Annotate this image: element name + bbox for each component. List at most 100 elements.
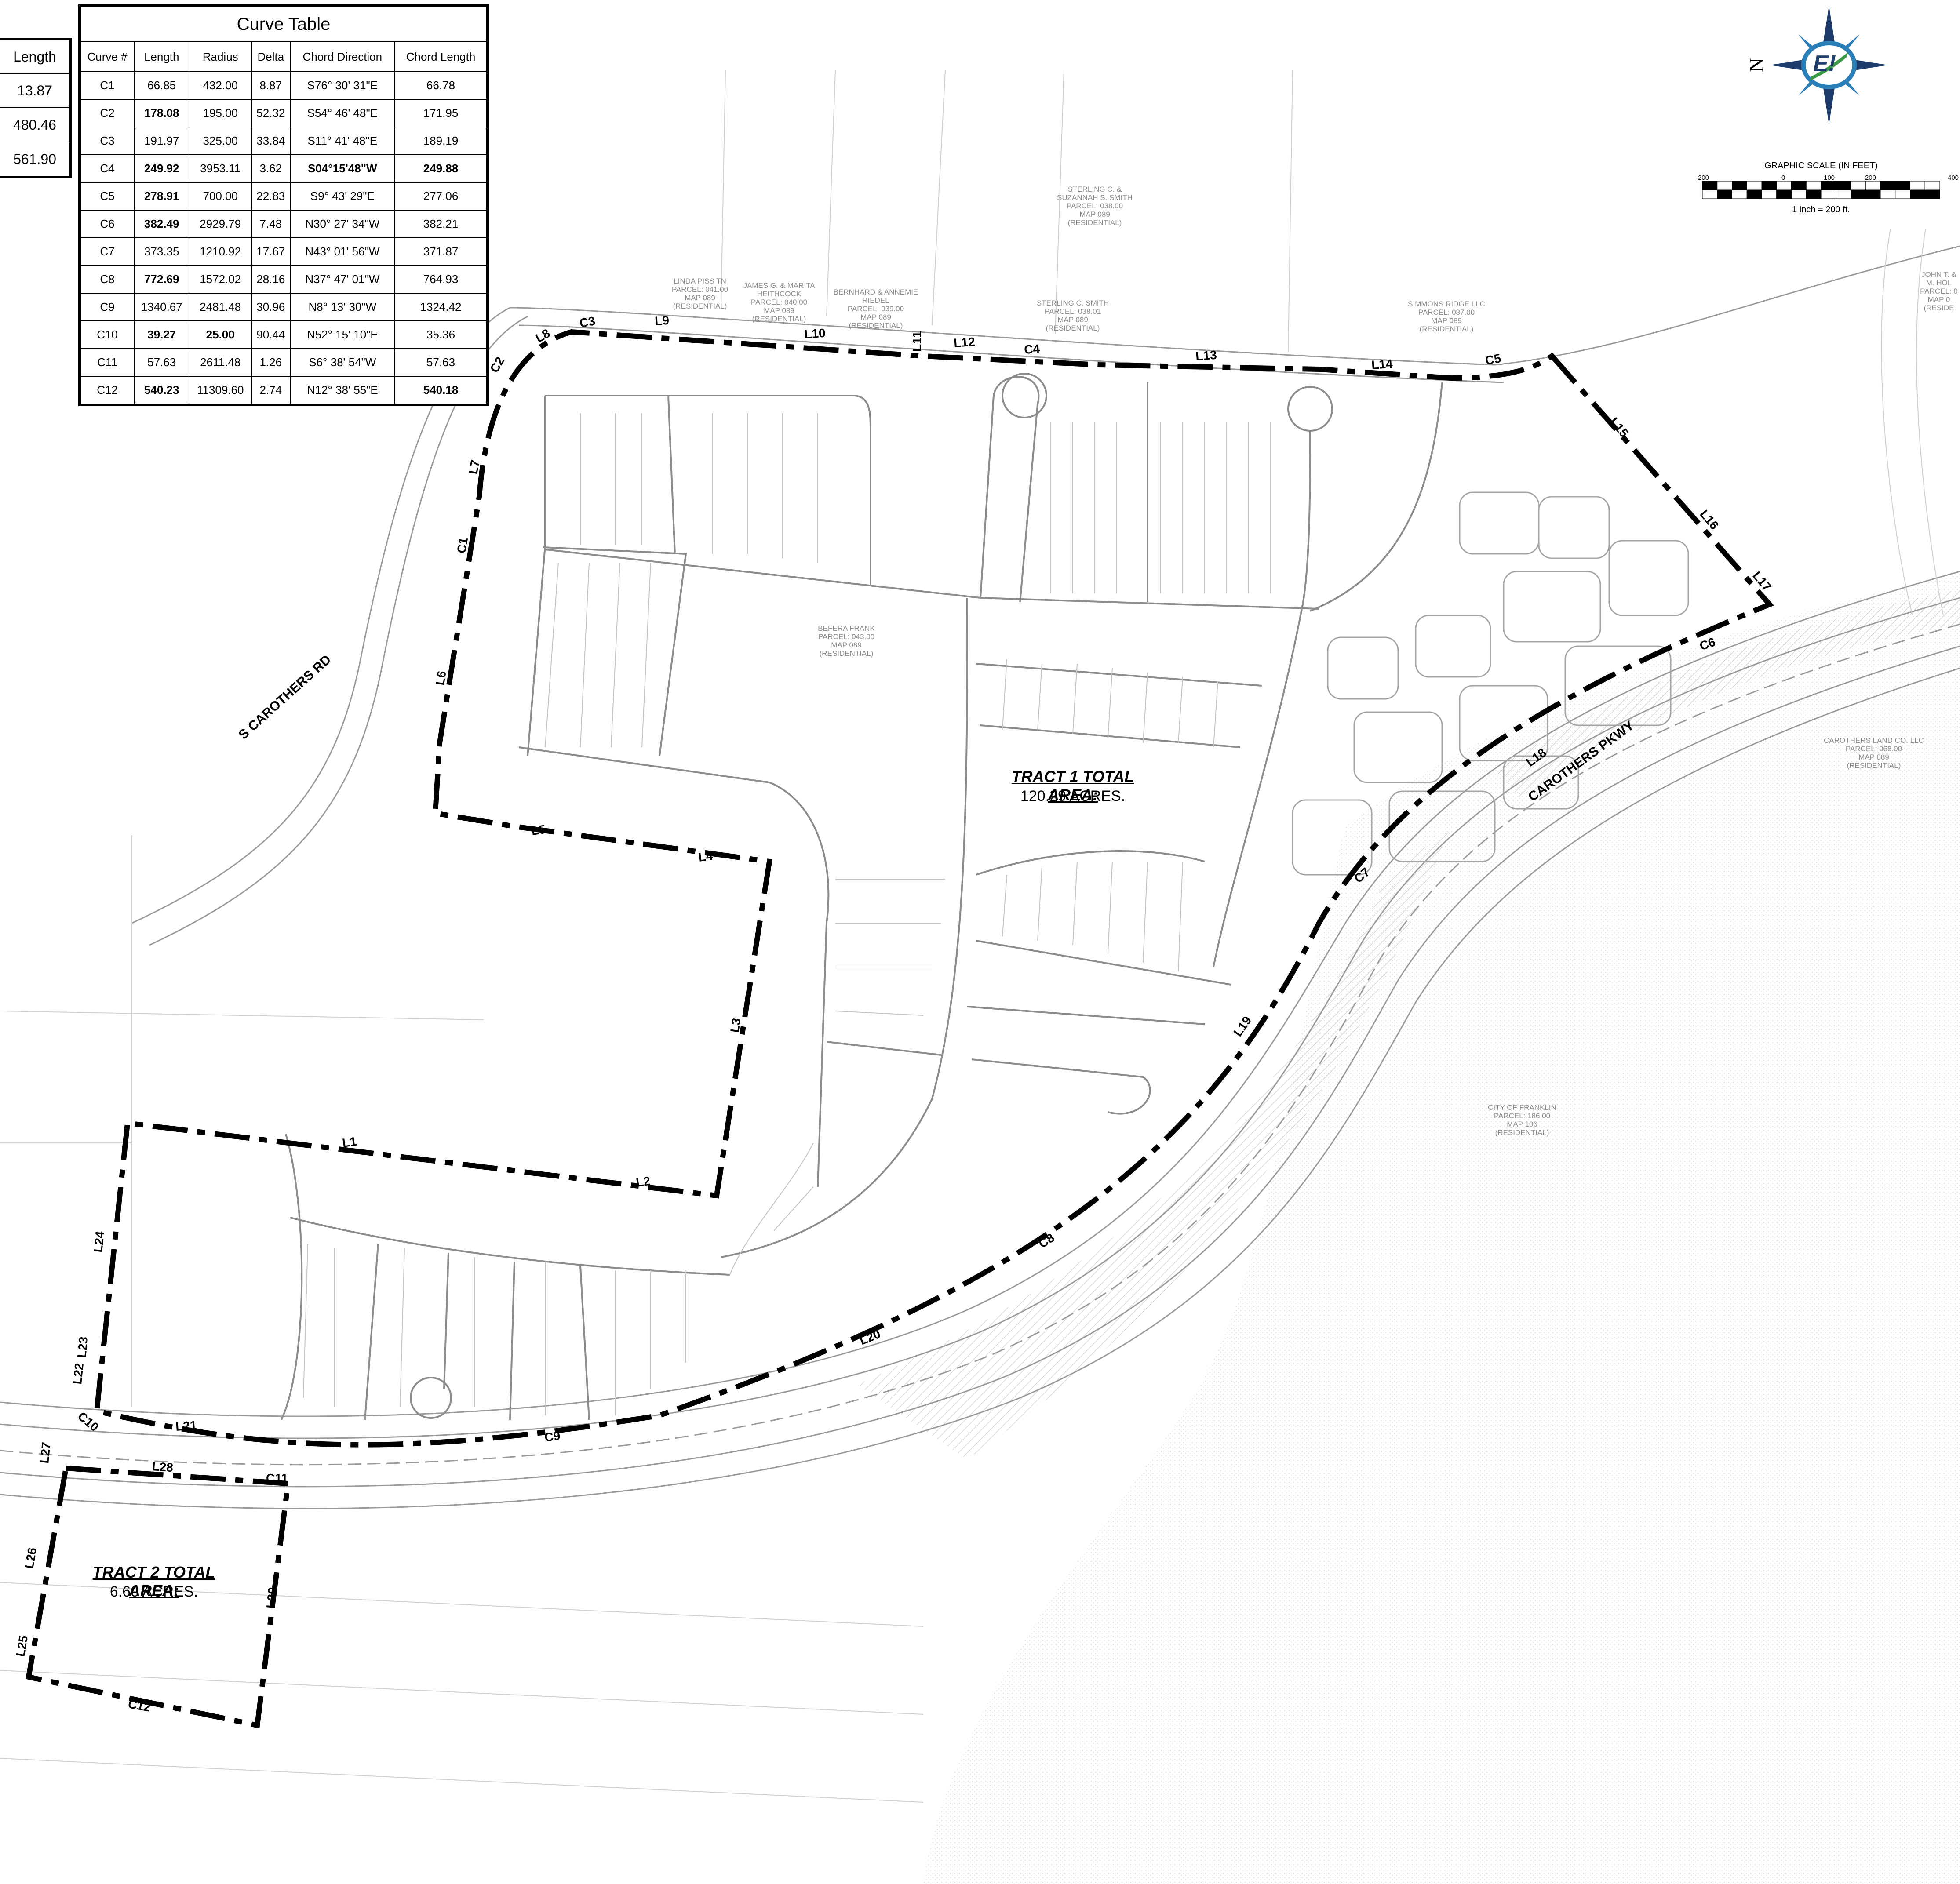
curve-table-cell: 540.18: [394, 376, 488, 405]
curve-table-cell: 2.74: [251, 376, 291, 405]
curve-table-col-header: Delta: [251, 41, 291, 72]
scale-bar-segment: [1865, 181, 1881, 190]
curve-table-cell: 171.95: [394, 99, 488, 127]
curve-table-col-header: Length: [134, 41, 190, 72]
curve-table-cell: C3: [79, 127, 135, 155]
scale-bar-segment: [1761, 189, 1777, 199]
curve-table-cell: N8° 13' 30"W: [289, 293, 396, 321]
scale-tick-label: 200: [1865, 174, 1876, 182]
curve-table-cell: 22.83: [251, 182, 291, 211]
scale-bar-segment: [1806, 189, 1822, 199]
curve-table-cell: 382.49: [134, 210, 190, 238]
curve-table-cell: 277.06: [394, 182, 488, 211]
curve-table-cell: S9° 43' 29"E: [289, 182, 396, 211]
scale-tick-label: 200: [1698, 174, 1709, 182]
scale-bar-segment: [1821, 189, 1836, 199]
segment-label-l6: L6: [433, 670, 448, 686]
segment-label-c12: C12: [127, 1697, 152, 1714]
scale-bar-segment: [1836, 189, 1851, 199]
segment-label-l4: L4: [698, 849, 714, 864]
segment-label-l9: L9: [654, 313, 670, 328]
tract-1-title: TRACT 1 TOTAL AREA:: [1011, 767, 1134, 804]
curve-table-cell: C6: [79, 210, 135, 238]
scale-bar-segment: [1746, 181, 1762, 190]
compass-logo-text: E!: [1813, 51, 1836, 76]
scale-bar-segment: [1836, 181, 1851, 190]
curve-table-cell: 1324.42: [394, 293, 488, 321]
curve-table-cell: N52° 15' 10"E: [289, 320, 396, 349]
curve-table-cell: 249.92: [134, 154, 190, 183]
segment-label-l23: L23: [75, 1336, 91, 1358]
scale-bar-segment: [1791, 189, 1807, 199]
curve-table-cell: N30° 27' 34"W: [289, 210, 396, 238]
curve-table-col-header: Chord Length: [394, 41, 488, 72]
scale-bar-segment: [1851, 189, 1866, 199]
scale-bar-segment: [1717, 189, 1732, 199]
north-arrow-compass: [1770, 6, 1888, 124]
curve-table-cell: C4: [79, 154, 135, 183]
curve-table-cell: C1: [79, 71, 135, 100]
scale-bar-segment: [1791, 181, 1807, 190]
curve-table-cell: 3.62: [251, 154, 291, 183]
scale-bar-segment: [1806, 181, 1822, 190]
curve-table-cell: 1572.02: [189, 265, 252, 294]
scale-bar-segment: [1821, 181, 1836, 190]
curve-table-cell: N37° 47' 01"W: [289, 265, 396, 294]
segment-label-c5: C5: [1484, 351, 1502, 367]
scale-tick-label: 400: [1948, 174, 1959, 182]
scale-bar-segment: [1865, 189, 1881, 199]
segment-label-c2: C2: [487, 354, 507, 375]
line-table-row: 13.87: [0, 73, 71, 108]
curve-table-cell: 189.19: [394, 127, 488, 155]
scale-bar-segment: [1895, 181, 1910, 190]
segment-label-l29: L29: [264, 1586, 280, 1609]
segment-label-c8: C8: [1036, 1231, 1057, 1251]
curve-table-col-header: Chord Direction: [289, 41, 396, 72]
curve-table-cell: 33.84: [251, 127, 291, 155]
segment-label-l10: L10: [804, 326, 826, 341]
carothers-parkway-lines: [0, 571, 1960, 1509]
scale-bar-segment: [1880, 189, 1896, 199]
curve-table-cell: 278.91: [134, 182, 190, 211]
lot-lines: [303, 413, 1271, 1415]
hatch-strip: [857, 826, 1451, 1459]
tract-2-title: TRACT 2 TOTAL AREA:: [92, 1563, 215, 1600]
north-label: N: [1745, 58, 1767, 72]
scale-bar-segment: [1717, 181, 1732, 190]
segment-label-l2: L2: [635, 1174, 652, 1189]
segment-label-l11: L11: [910, 331, 924, 352]
curve-table-cell: 25.00: [189, 320, 252, 349]
curve-table-cell: S54° 46' 48"E: [289, 99, 396, 127]
curve-table-cell: 17.67: [251, 237, 291, 266]
scale-bar-segment: [1702, 189, 1718, 199]
curve-table-cell: 3953.11: [189, 154, 252, 183]
curve-table-cell: 11309.60: [189, 376, 252, 405]
curve-table-cell: 1340.67: [134, 293, 190, 321]
curve-table-cell: C8: [79, 265, 135, 294]
segment-label-l17: L17: [1750, 569, 1774, 594]
segment-label-l21: L21: [175, 1418, 197, 1433]
scale-bar-segment: [1910, 189, 1925, 199]
segment-label-l5: L5: [531, 822, 547, 838]
segment-label-l20: L20: [858, 1327, 882, 1348]
curve-table-cell: N43° 01' 56"W: [289, 237, 396, 266]
segment-label-l16: L16: [1697, 507, 1721, 532]
graphic-scale-bar: [1702, 181, 1940, 199]
segment-label-l14: L14: [1371, 357, 1393, 372]
